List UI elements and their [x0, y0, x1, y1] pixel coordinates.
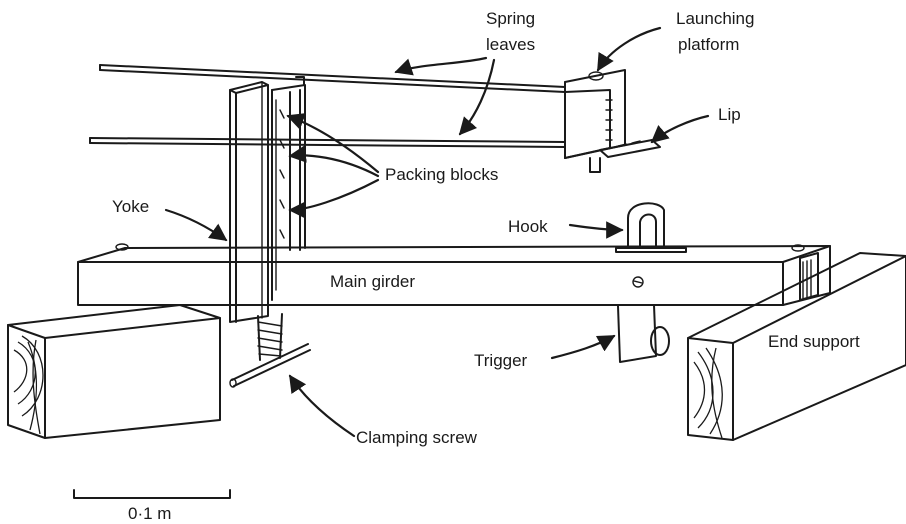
yoke — [229, 81, 269, 323]
label-spring-leaves-line2: leaves — [486, 35, 535, 54]
label-hook: Hook — [508, 217, 548, 236]
label-launching-platform-line1: Launching — [676, 9, 754, 28]
label-launching-platform-line2: platform — [678, 35, 739, 54]
end-support-block — [687, 252, 906, 441]
label-trigger: Trigger — [474, 351, 528, 370]
label-end-support: End support — [768, 332, 860, 351]
lower-spring-leaf — [89, 137, 566, 148]
label-main-girder: Main girder — [330, 272, 415, 291]
packing-blocks-frame — [271, 76, 306, 301]
lip — [599, 139, 661, 158]
label-arrows — [164, 26, 710, 438]
hook — [615, 202, 687, 253]
launching-platform — [564, 69, 626, 173]
trigger — [617, 304, 670, 363]
label-packing-blocks: Packing blocks — [385, 165, 498, 184]
scale-bar — [73, 489, 231, 499]
label-spring-leaves-line1: Spring — [486, 9, 535, 28]
label-scale: 0·1 m — [128, 504, 171, 523]
clamping-screw — [229, 313, 311, 388]
left-wooden-block — [7, 304, 221, 439]
main-girder — [77, 243, 831, 306]
upper-spring-leaf — [99, 64, 566, 93]
label-clamping-screw: Clamping screw — [356, 428, 478, 447]
label-yoke: Yoke — [112, 197, 149, 216]
label-lip: Lip — [718, 105, 741, 124]
